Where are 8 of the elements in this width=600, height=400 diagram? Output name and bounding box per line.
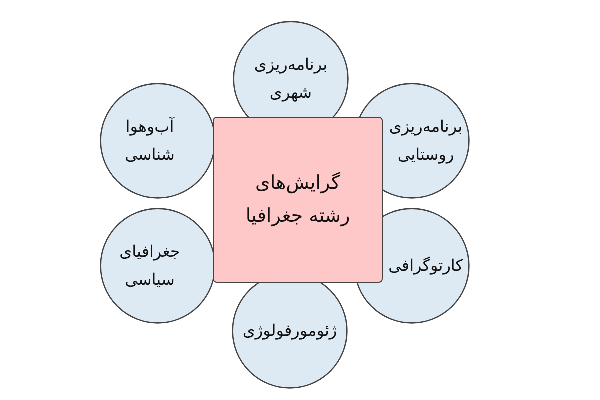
topic-label: کارتوگرافی	[388, 255, 464, 277]
central-box	[213, 117, 383, 283]
topic-label: برنامه‌ریزی روستایی	[388, 116, 464, 166]
central-label: گرایش‌های رشته جغرافیا	[244, 170, 352, 229]
topic-label: ژئومورفولوژی	[242, 320, 338, 342]
topic-label: برنامه‌ریزی شهری	[253, 54, 329, 104]
topic-label: جغرافیای سیاسی	[118, 241, 182, 291]
topic-label: آب‌وهوا شناسی	[124, 116, 176, 166]
